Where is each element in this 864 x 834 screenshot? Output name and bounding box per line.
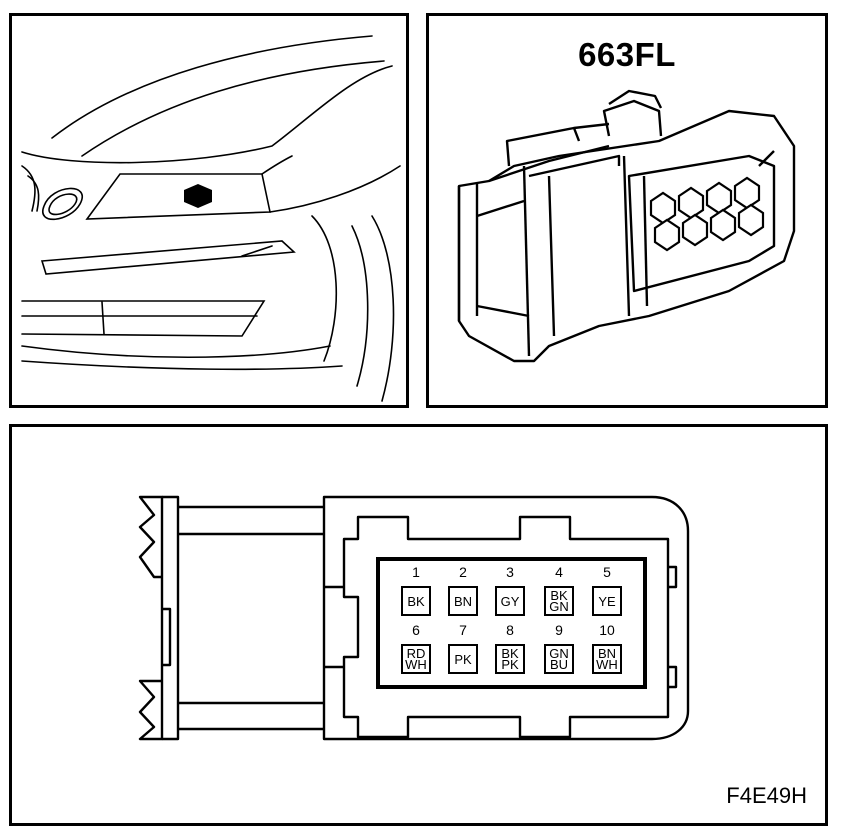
pin-9-color: GN BU bbox=[544, 644, 574, 674]
pin-1-color: BK bbox=[401, 586, 431, 616]
figure-code: F4E49H bbox=[726, 783, 807, 808]
car-front-illustration bbox=[21, 35, 401, 402]
pin-number: 8 bbox=[506, 622, 514, 638]
pin-number: 2 bbox=[459, 564, 467, 580]
connector-3d-illustration bbox=[457, 89, 796, 363]
pin-8-color: BK PK bbox=[495, 644, 525, 674]
pin-number: 4 bbox=[555, 564, 563, 580]
pin-4-color: BK GN bbox=[544, 586, 574, 616]
pin-2-color: BN bbox=[448, 586, 478, 616]
pinout-panel: 1 2 3 4 5 BK BN GY BK GN YE 6 7 8 9 10 R… bbox=[9, 424, 828, 826]
pin-number: 7 bbox=[459, 622, 467, 638]
pin-10-color: BN WH bbox=[592, 644, 622, 674]
pin-number: 10 bbox=[599, 622, 615, 638]
pin-number: 6 bbox=[412, 622, 420, 638]
connector-3d-panel: 663FL bbox=[426, 13, 828, 408]
pin-number: 5 bbox=[603, 564, 611, 580]
pin-6-color: RD WH bbox=[401, 644, 431, 674]
pin-number: 1 bbox=[412, 564, 420, 580]
pin-number: 3 bbox=[506, 564, 514, 580]
pin-3-color: GY bbox=[495, 586, 525, 616]
connector-id-label: 663FL bbox=[578, 36, 676, 73]
car-location-panel bbox=[9, 13, 409, 408]
pin-number: 9 bbox=[555, 622, 563, 638]
pin-5-color: YE bbox=[592, 586, 622, 616]
pin-7-color: PK bbox=[448, 644, 478, 674]
connector-location-marker bbox=[184, 184, 212, 208]
